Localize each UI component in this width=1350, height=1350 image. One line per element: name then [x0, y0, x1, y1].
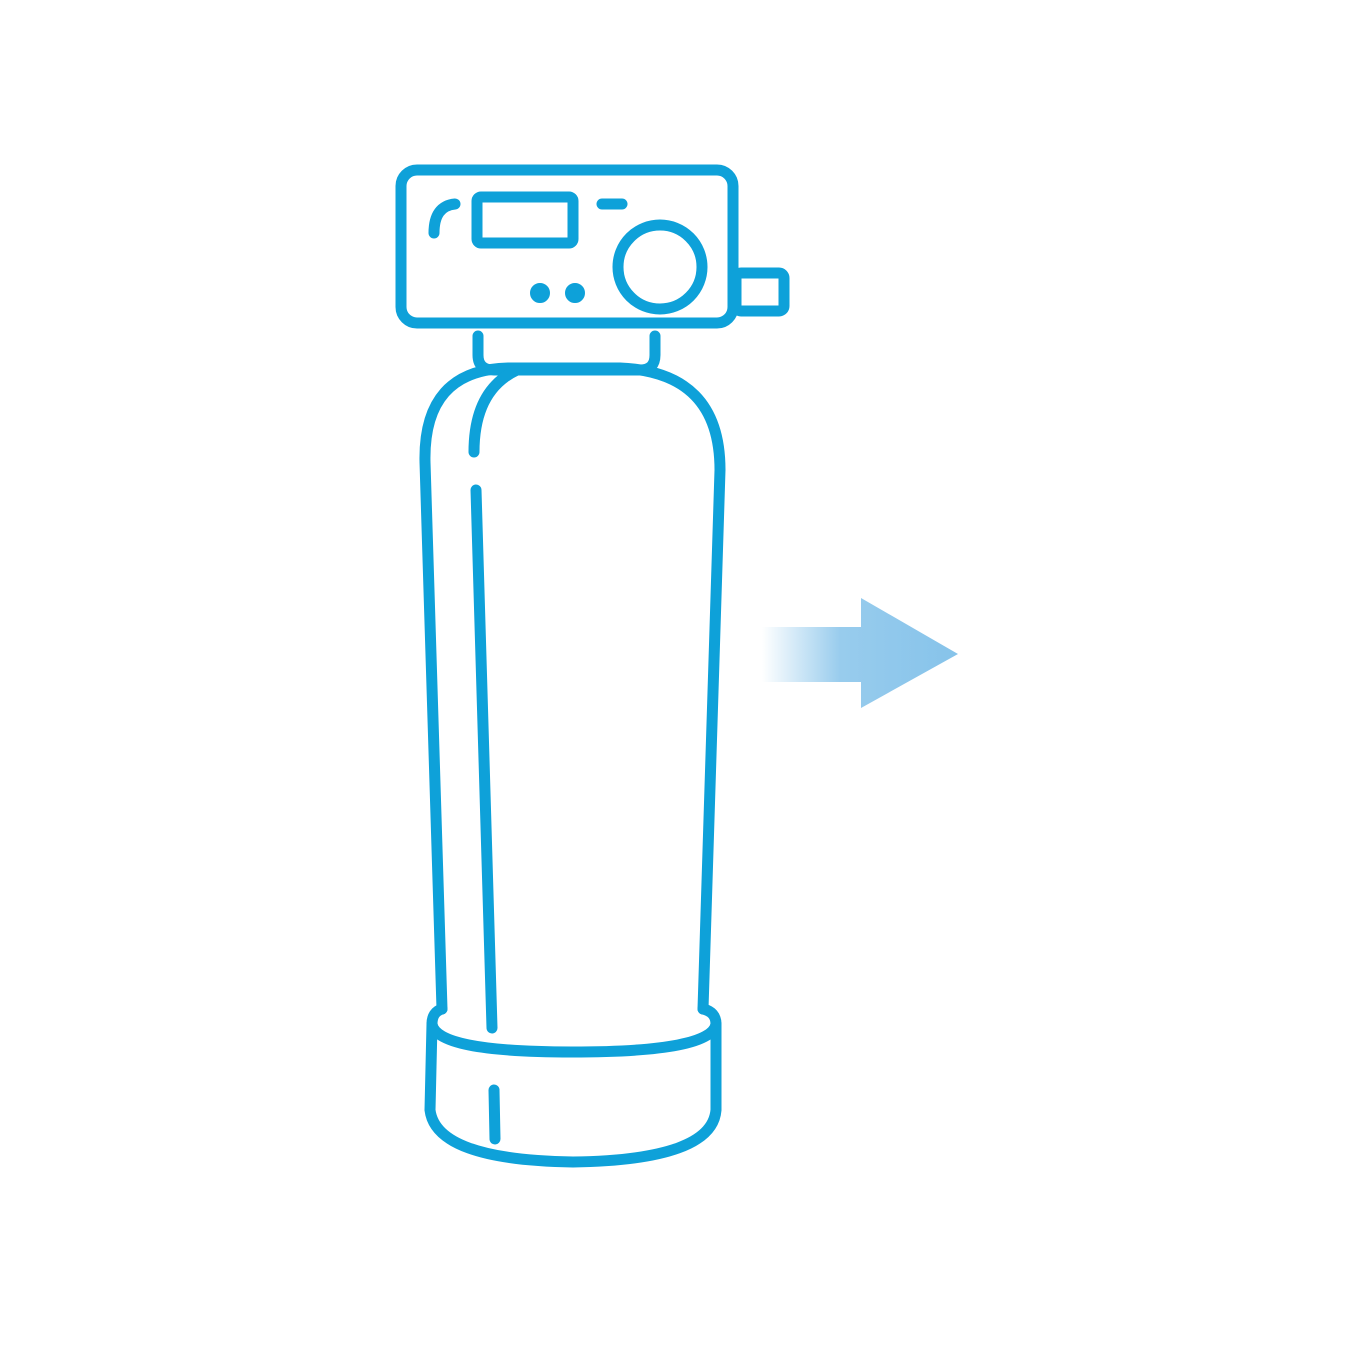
status-light-right [565, 283, 585, 303]
base-top-rim [426, 1003, 722, 1058]
base-outline [424, 1018, 722, 1168]
status-light-left [530, 283, 550, 303]
base-seam [488, 1084, 501, 1145]
control-head-accent-arc [428, 198, 461, 239]
control-head-body [395, 164, 739, 329]
outlet-port [730, 267, 790, 317]
display-screen-icon [471, 191, 579, 249]
tank-highlight-top [468, 364, 523, 458]
tank-highlight-line [470, 484, 498, 1034]
tank-base [424, 1003, 722, 1168]
control-dial-icon [612, 219, 708, 315]
tank-body-outline [419, 362, 726, 1015]
flow-arrow-icon [762, 598, 958, 708]
resin-tank [419, 362, 726, 1034]
control-valve-head [395, 164, 790, 329]
